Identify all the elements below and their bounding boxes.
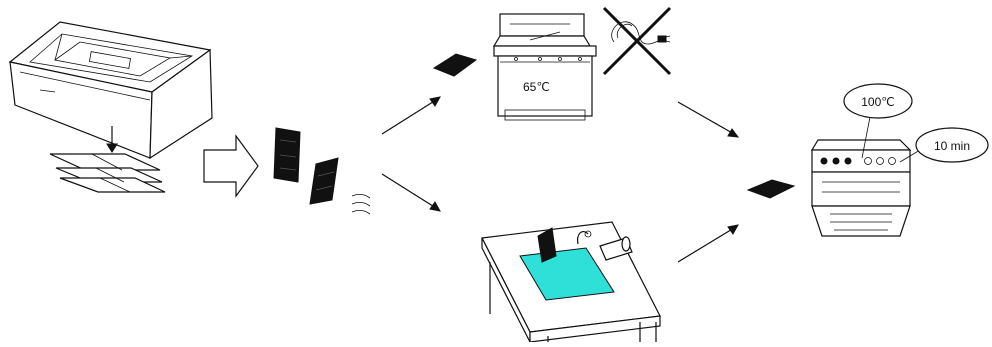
removed-filters bbox=[273, 127, 371, 215]
dishwasher: 65℃ bbox=[492, 13, 597, 121]
transition-arrow bbox=[203, 134, 259, 198]
range-hood bbox=[8, 21, 213, 193]
arrow-to-sink-path bbox=[381, 173, 441, 212]
arrow-to-dishwasher-path bbox=[381, 96, 441, 135]
filter-to-oven bbox=[746, 179, 796, 199]
filter-to-dishwasher bbox=[432, 53, 478, 77]
oven-temperature-label: 100℃ bbox=[861, 95, 895, 109]
oven: 100℃ 10 min bbox=[810, 83, 989, 237]
oven-time-label: 10 min bbox=[934, 139, 970, 153]
dishwasher-temperature-label: 65℃ bbox=[523, 80, 550, 94]
arrow-dishwasher-to-oven bbox=[677, 101, 740, 138]
arrow-sink-to-oven bbox=[677, 224, 739, 263]
sink bbox=[481, 221, 661, 343]
no-plug-icon bbox=[602, 6, 672, 76]
